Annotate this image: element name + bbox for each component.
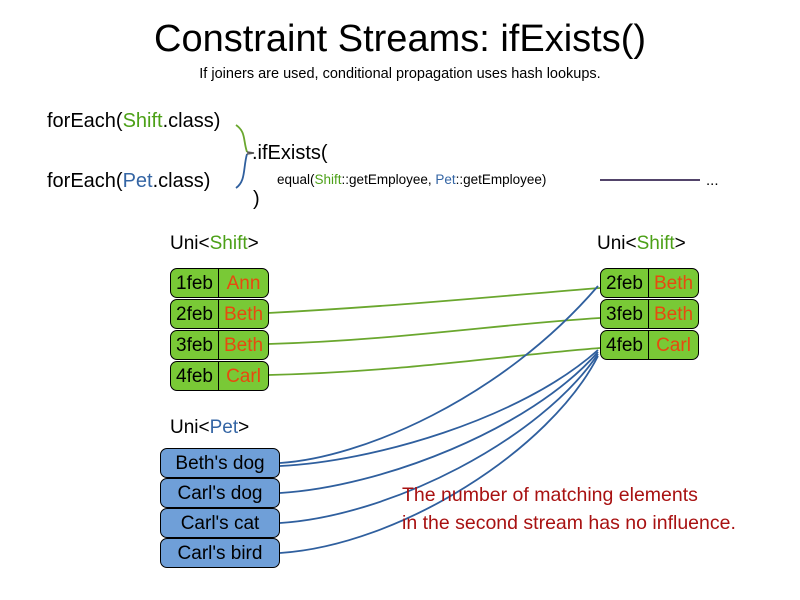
wire-blue-bethsdog-2feb	[279, 285, 599, 464]
label-type: Shift	[636, 233, 675, 254]
annotation-line-1: The number of matching elements	[402, 484, 698, 506]
code-equal-pet-method: ::getEmployee)	[455, 172, 547, 187]
label-prefix: Uni<	[170, 417, 210, 438]
brace-arm-pet	[235, 153, 248, 189]
label-suffix: >	[247, 233, 259, 254]
stream-label-shift-right: Uni<Shift>	[597, 233, 686, 255]
brace-arm-shift	[235, 124, 248, 153]
code-foreach-pet: forEach(Pet.class)	[47, 170, 210, 193]
table-row[interactable]: 2feb Beth	[170, 299, 269, 329]
label-type: Shift	[209, 233, 248, 254]
wire-green-4feb	[267, 347, 601, 376]
cell-name: Beth	[223, 334, 264, 356]
cell-date: 2feb	[601, 269, 649, 297]
wire-green-2feb	[267, 287, 601, 314]
cell-pet: Carl's dog	[177, 482, 263, 504]
code-foreach-shift-suffix: .class)	[162, 110, 221, 132]
cell-pet: Carl's cat	[180, 512, 260, 534]
code-equal-shift-type: Shift	[314, 172, 342, 187]
code-ifexists: .ifExists(	[252, 142, 328, 164]
label-prefix: Uni<	[170, 233, 210, 254]
table-row[interactable]: 4feb Carl	[600, 330, 699, 360]
code-foreach-pet-prefix: forEach(	[47, 170, 123, 192]
annotation-note: The number of matching elements in the s…	[402, 482, 736, 537]
label-suffix: >	[238, 417, 250, 438]
code-equal-joiner: equal(Shift::getEmployee, Pet::getEmploy…	[277, 172, 546, 187]
cell-date: 4feb	[171, 362, 219, 390]
cell-date: 3feb	[601, 300, 649, 328]
label-type: Pet	[209, 417, 239, 438]
cell-name: Carl	[226, 365, 261, 387]
table-row[interactable]: 3feb Beth	[600, 299, 699, 329]
continuation-ellipsis: ...	[706, 172, 719, 189]
table-row[interactable]: 2feb Beth	[600, 268, 699, 298]
list-item[interactable]: Carl's cat	[160, 508, 280, 538]
page-subtitle: If joiners are used, conditional propaga…	[199, 66, 601, 82]
cell-date: 1feb	[171, 269, 219, 297]
cell-date: 3feb	[171, 331, 219, 359]
label-suffix: >	[674, 233, 686, 254]
list-item[interactable]: Carl's bird	[160, 538, 280, 568]
wire-blue-bethsdog-3feb	[279, 349, 599, 467]
cell-date: 4feb	[601, 331, 649, 359]
label-prefix: Uni<	[597, 233, 637, 254]
cell-name: Carl	[656, 334, 691, 356]
wire-blue-carlsdog-4feb	[279, 351, 599, 494]
cell-pet: Carl's bird	[177, 542, 263, 564]
code-foreach-shift-type: Shift	[122, 110, 163, 132]
table-row[interactable]: 3feb Beth	[170, 330, 269, 360]
cell-pet: Beth's dog	[175, 452, 265, 474]
code-foreach-shift: forEach(Shift.class)	[47, 110, 220, 133]
code-foreach-pet-suffix: .class)	[152, 170, 211, 192]
cell-name: Ann	[226, 272, 261, 294]
table-row[interactable]: 4feb Carl	[170, 361, 269, 391]
code-equal-prefix: equal(	[277, 172, 315, 187]
code-close-paren: )	[253, 188, 260, 210]
cell-name: Beth	[223, 303, 264, 325]
code-foreach-shift-prefix: forEach(	[47, 110, 123, 132]
list-item[interactable]: Beth's dog	[160, 448, 280, 478]
wire-green-3feb	[267, 317, 601, 345]
code-equal-pet-type: Pet	[435, 172, 456, 187]
annotation-line-2: in the second stream has no influence.	[402, 511, 736, 534]
cell-date: 2feb	[171, 300, 219, 328]
list-item[interactable]: Carl's dog	[160, 478, 280, 508]
stream-label-shift-left: Uni<Shift>	[170, 233, 259, 255]
cell-name: Beth	[653, 303, 694, 325]
table-row[interactable]: 1feb Ann	[170, 268, 269, 298]
code-equal-shift-method: ::getEmployee,	[341, 172, 436, 187]
cell-name: Beth	[653, 272, 694, 294]
page-title: Constraint Streams: ifExists()	[154, 18, 646, 60]
code-foreach-pet-type: Pet	[122, 170, 153, 192]
stream-label-pet: Uni<Pet>	[170, 417, 249, 439]
